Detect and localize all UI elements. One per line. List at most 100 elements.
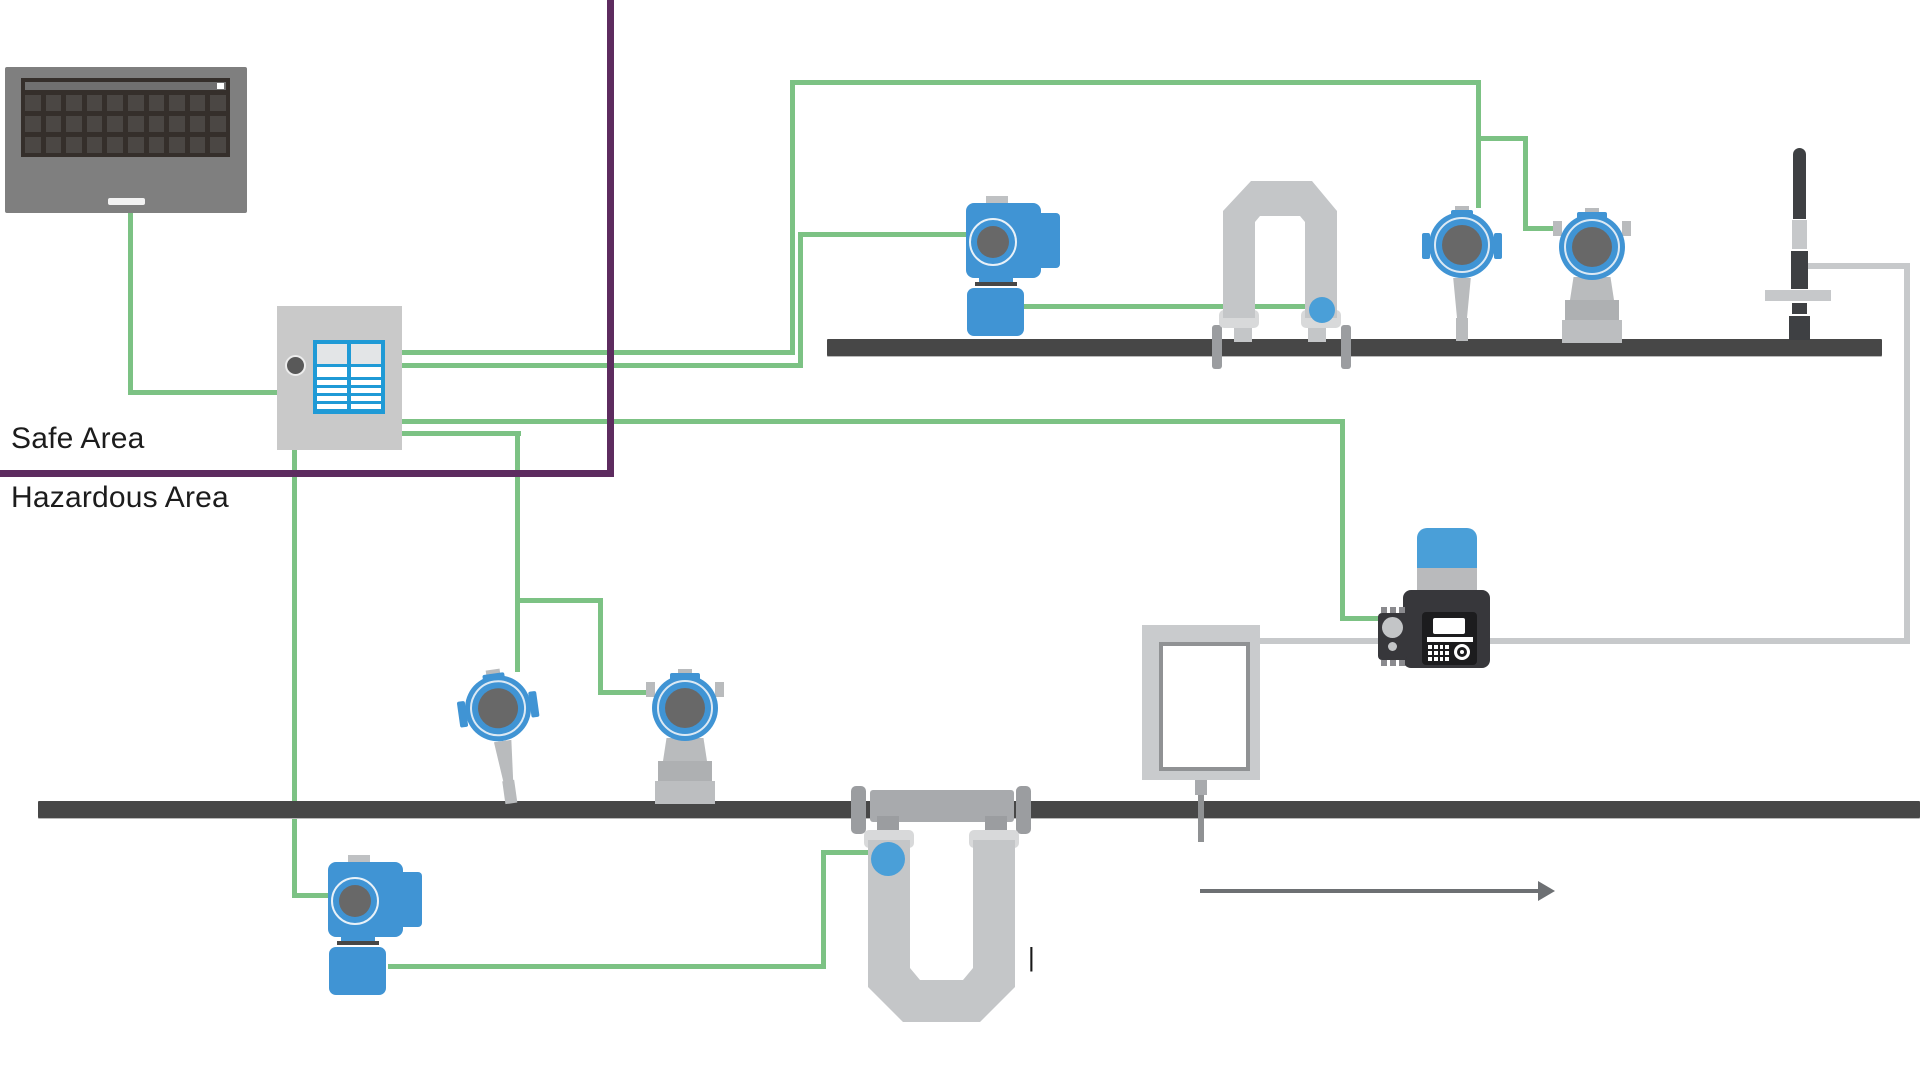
antenna-mid <box>1791 251 1808 289</box>
transmitter-bottom-1[interactable] <box>453 664 551 809</box>
frame-stem <box>1195 780 1207 795</box>
line-box-botxmtr-h <box>402 431 521 436</box>
line-console-to-box-h <box>128 390 278 395</box>
gateway-keypad[interactable] <box>1428 645 1449 661</box>
xmtr-b2-neck-upper <box>663 738 707 761</box>
xmtr-t2-conduit-left <box>1553 221 1562 236</box>
coriolis-bottom-spool <box>870 790 1014 822</box>
gateway-bolt <box>1390 660 1396 666</box>
console-key-grid <box>25 95 226 153</box>
xmtr-b2-nub <box>678 669 692 675</box>
gateway-dial[interactable] <box>1454 644 1470 660</box>
pipe-top <box>827 339 1882 356</box>
xmtr-t1-tab-left <box>1422 233 1430 259</box>
valve-top-collar <box>975 282 1017 286</box>
line-branch-top2-v <box>1523 136 1528 231</box>
xmtr-t2-ring <box>1564 219 1620 275</box>
control-valve-top[interactable] <box>966 196 1060 336</box>
valve-top-actuator-base <box>967 288 1024 336</box>
line-box-gateway-v <box>1340 419 1345 620</box>
coriolis-top-tube <box>1223 181 1337 318</box>
line-branch-top2-h1 <box>1476 136 1528 141</box>
junction-box-body <box>277 306 402 450</box>
xmtr-b2-conduit-right <box>715 682 724 697</box>
xmtr-t2-nub <box>1585 208 1599 214</box>
transmitter-bottom-2[interactable] <box>645 669 725 804</box>
transmitter-top-2[interactable] <box>1552 208 1632 343</box>
valve-bottom-collar <box>337 941 379 945</box>
gateway-module-led <box>1388 642 1397 651</box>
coriolis-bottom-flange-right <box>1016 786 1031 834</box>
line-valvebot-coriolis-h1 <box>388 964 826 969</box>
antenna-flange <box>1765 290 1831 301</box>
xmtr-t2-conduit-right <box>1622 221 1631 236</box>
gateway-bolt <box>1399 607 1405 613</box>
line-branch-bot2-v <box>598 598 603 695</box>
antenna-tip <box>1793 148 1806 219</box>
gateway-bolt <box>1399 660 1405 666</box>
line-box-valvebot-v <box>292 450 297 898</box>
boundary-horizontal <box>0 470 614 477</box>
gateway-label-bar <box>1427 637 1473 642</box>
xmtr-b1-neck <box>483 738 528 785</box>
line-box-valvebot-h <box>292 893 330 898</box>
gateway-display <box>1433 618 1465 634</box>
coriolis-bottom-flange-left <box>851 786 866 834</box>
gateway-bolt <box>1390 607 1396 613</box>
valve-bottom-actuator-base <box>329 947 386 995</box>
console-slot <box>108 198 145 205</box>
hazardous-area-label: Hazardous Area <box>11 481 229 514</box>
wireless-gateway[interactable] <box>1378 528 1518 668</box>
xmtr-t2-neck-mid <box>1565 300 1619 320</box>
junction-box-knob <box>285 355 306 376</box>
line-branch-bot2-h1 <box>515 598 603 603</box>
coriolis-meter-top[interactable] <box>1205 170 1365 375</box>
line-valvebot-coriolis-h2 <box>821 850 881 855</box>
gateway-bolt <box>1381 607 1387 613</box>
line-valvetop-coriolis <box>1023 304 1315 309</box>
line-box-gateway-h2 <box>1340 616 1380 621</box>
line-frame-gateway <box>1260 638 1380 644</box>
transmitter-top-1[interactable] <box>1422 206 1502 341</box>
valve-top-window <box>977 226 1009 258</box>
xmtr-b2-ring <box>657 680 713 736</box>
line-branch-top2-h2 <box>1523 226 1558 231</box>
xmtr-b2-conduit-left <box>646 682 655 697</box>
frame-probe <box>1198 795 1204 842</box>
xmtr-b2-neck-base <box>655 781 715 804</box>
line-box-valvetop-h2 <box>798 232 968 237</box>
line-branch-bot2-h2 <box>598 690 650 695</box>
control-valve-bottom[interactable] <box>328 855 422 995</box>
line-drop-xmtr-bot1 <box>515 431 520 672</box>
xmtr-t2-neck-base <box>1562 320 1622 343</box>
junction-box-terminal-panel <box>313 340 385 414</box>
antenna-lower <box>1792 303 1807 314</box>
coriolis-meter-bottom[interactable] <box>840 770 1050 1032</box>
valve-top-neck <box>979 278 1013 283</box>
frame-window <box>1159 642 1250 771</box>
xmtr-t1-ring <box>1434 217 1490 273</box>
boundary-vertical <box>607 0 614 477</box>
safety-barrier-junction-box[interactable] <box>277 306 402 450</box>
coriolis-top-flange-right <box>1341 325 1351 369</box>
line-top-run-h <box>790 80 1481 85</box>
line-box-valvetop-h1 <box>402 363 803 368</box>
control-room-console[interactable] <box>5 67 247 213</box>
display-frame[interactable] <box>1142 625 1260 845</box>
xmtr-t2-neck-upper <box>1570 277 1614 300</box>
gateway-front-panel <box>1422 612 1477 665</box>
coriolis-top-flange-left <box>1212 325 1222 369</box>
console-frame <box>5 67 247 213</box>
line-antenna-v <box>1904 263 1910 644</box>
gateway-bolt <box>1381 660 1387 666</box>
antenna-thermowell[interactable] <box>1765 148 1831 340</box>
coriolis-bottom-tube <box>868 840 1015 1022</box>
line-valvebot-coriolis-v <box>821 850 826 969</box>
xmtr-t1-neck <box>1453 278 1471 320</box>
xmtr-t1-window <box>1442 225 1482 265</box>
coriolis-bottom-sensor-dot <box>871 842 905 876</box>
xmtr-b2-window <box>665 688 705 728</box>
valve-bottom-window <box>339 885 371 917</box>
xmtr-t1-nub <box>1455 206 1469 212</box>
